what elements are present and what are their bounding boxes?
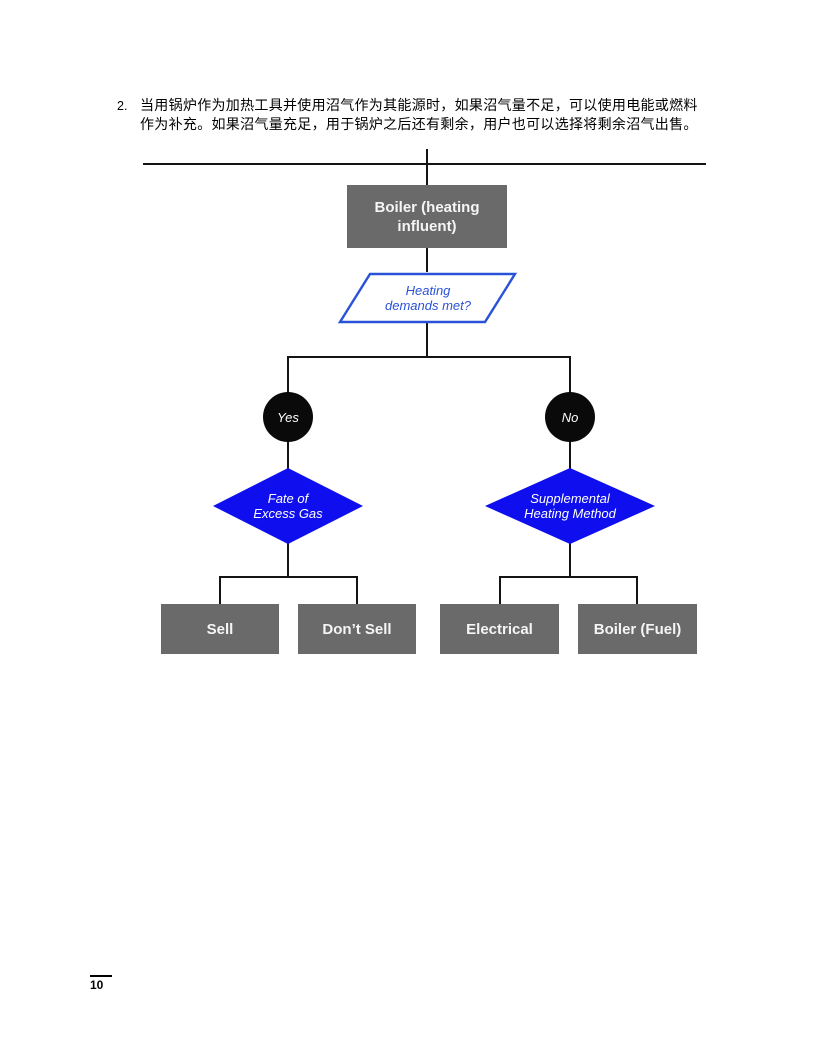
connector-yes-to-diamond [287,441,289,470]
list-item-paragraph: 当用锅炉作为加热工具并使用沼气作为其能源时，如果沼气量不足，可以使用电能或燃料 … [140,96,740,134]
diamond-label-line-1: Fate of [267,491,309,506]
node-boiler-fuel: Boiler (Fuel) [578,604,697,654]
connector-branch-to-no [569,356,571,393]
branch-bar-heating-method [499,576,638,578]
node-label-line-1: Boiler (heating [374,198,480,216]
diamond-label: Fate of Excess Gas [253,491,322,521]
connector-to-boiler-fuel [636,576,638,604]
node-label: Sell [206,620,234,638]
node-label-line-2: influent) [397,217,457,235]
connector-to-electrical [499,576,501,604]
yes-label: Yes [277,409,299,425]
connector-boiler-to-decision [426,248,428,272]
node-no: No [545,392,595,442]
page-number: 10 [90,978,104,992]
node-heating-demands-label: Heating demands met? [357,283,499,313]
connector-no-to-diamond [569,441,571,470]
node-label: Electrical [466,620,533,638]
connector-decision-to-branch [426,322,428,358]
decision-label-line-1: Heating [405,283,451,298]
connector-right-diamond-down [569,543,571,578]
diamond-label-line-1: Supplemental [530,491,610,506]
footer-divider [90,975,112,977]
diamond-label-line-2: Heating Method [524,506,616,521]
node-dont-sell: Don’t Sell [298,604,416,654]
node-supplemental-heating-method: Supplemental Heating Method [485,468,655,544]
connector-branch-to-yes [287,356,289,393]
node-label: Boiler (Fuel) [593,620,682,638]
no-label: No [561,409,579,425]
branch-bar-sell [219,576,358,578]
paragraph-line-1: 当用锅炉作为加热工具并使用沼气作为其能源时，如果沼气量不足，可以使用电能或燃料 [140,97,698,113]
connector-top-to-boiler [426,149,428,185]
node-label: Don’t Sell [322,620,392,638]
branch-bar-yes-no [287,356,571,358]
node-sell: Sell [161,604,279,654]
node-label: Boiler (heating influent) [374,198,479,236]
node-boiler-heating-influent: Boiler (heating influent) [347,185,507,248]
node-yes: Yes [263,392,313,442]
list-item-number: 2. [117,99,128,113]
connector-to-dont-sell [356,576,358,604]
diamond-label-line-2: Excess Gas [253,506,323,521]
connector-to-sell [219,576,221,604]
node-heating-demands-shape [337,272,518,324]
diamond-label: Supplemental Heating Method [524,491,616,521]
node-fate-of-excess-gas: Fate of Excess Gas [213,468,363,544]
decision-label-line-2: demands met? [385,298,471,313]
paragraph-line-2: 作为补充。如果沼气量充足，用于锅炉之后还有剩余，用户也可以选择将剩余沼气出售。 [140,116,698,132]
diagram-top-rule [143,163,706,165]
connector-left-diamond-down [287,543,289,578]
node-electrical: Electrical [440,604,559,654]
